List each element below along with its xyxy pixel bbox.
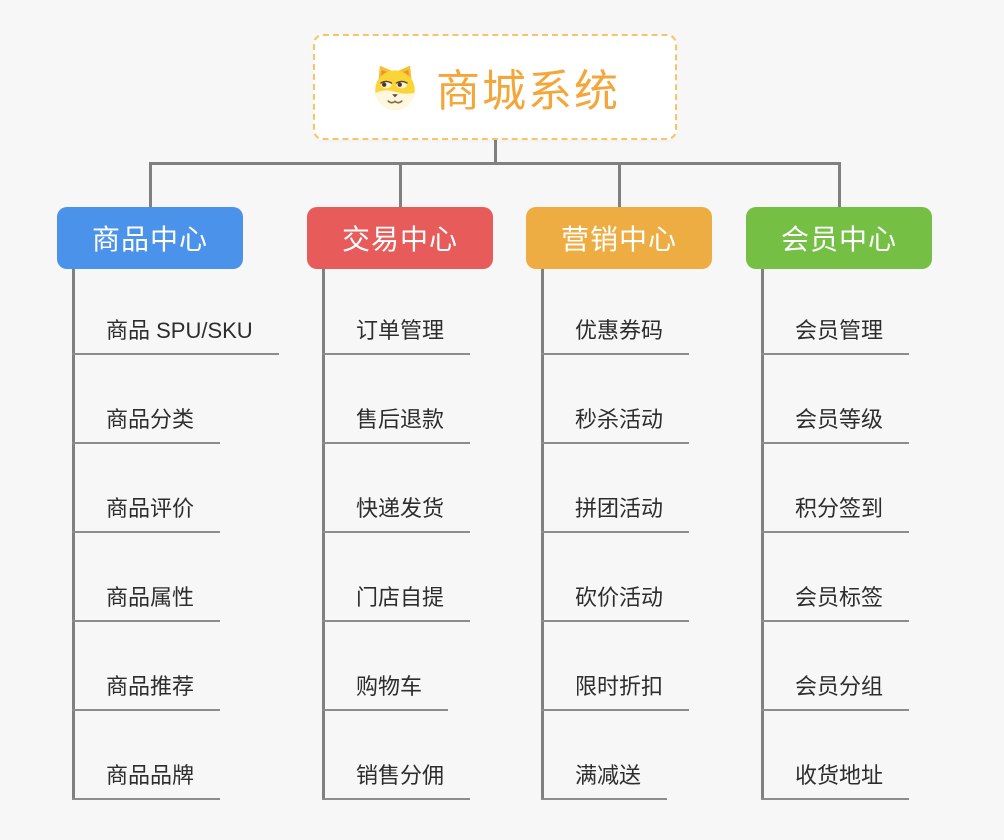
connector-horizontal-bar [149, 162, 840, 165]
leaf-row: 收货地址 [761, 711, 1001, 800]
branch-node-product-center[interactable]: 商品中心 [57, 207, 243, 269]
leaf-row: 会员分组 [761, 622, 1001, 711]
connector-root-drop [494, 140, 497, 164]
leaf-node-label[interactable]: 售后退款 [322, 402, 471, 444]
leaf-node-label[interactable]: 商品评价 [72, 491, 221, 533]
connector-column-line-trade [322, 269, 325, 800]
leaf-node-label[interactable]: 优惠券码 [541, 313, 690, 355]
leaf-node-label[interactable]: 限时折扣 [541, 669, 690, 711]
leaf-node-label[interactable]: 购物车 [322, 669, 449, 711]
leaf-row: 商品分类 [72, 355, 312, 444]
leaf-row: 订单管理 [322, 266, 562, 355]
leaf-column-member: 会员管理 会员等级 积分签到 会员标签 会员分组 收货地址 [761, 266, 1001, 800]
connector-column-line-marketing [541, 269, 544, 800]
root-title: 商城系统 [436, 67, 620, 116]
leaf-row: 会员标签 [761, 533, 1001, 622]
branch-node-trade-center[interactable]: 交易中心 [307, 207, 493, 269]
leaf-node-label[interactable]: 销售分佣 [322, 758, 471, 800]
leaf-node-label[interactable]: 订单管理 [322, 313, 471, 355]
leaf-column-marketing: 优惠券码 秒杀活动 拼团活动 砍价活动 限时折扣 满减送 [541, 266, 781, 800]
leaf-node-label[interactable]: 满减送 [541, 758, 668, 800]
leaf-row: 商品推荐 [72, 622, 312, 711]
leaf-row: 购物车 [322, 622, 562, 711]
leaf-row: 销售分佣 [322, 711, 562, 800]
leaf-node-label[interactable]: 门店自提 [322, 580, 471, 622]
leaf-row: 会员管理 [761, 266, 1001, 355]
leaf-row: 优惠券码 [541, 266, 781, 355]
leaf-row: 秒杀活动 [541, 355, 781, 444]
leaf-row: 会员等级 [761, 355, 1001, 444]
leaf-node-label[interactable]: 商品品牌 [72, 758, 221, 800]
leaf-row: 快递发货 [322, 444, 562, 533]
leaf-node-label[interactable]: 商品推荐 [72, 669, 221, 711]
leaf-node-label[interactable]: 会员管理 [761, 313, 910, 355]
leaf-row: 砍价活动 [541, 533, 781, 622]
connector-column-line-member [761, 269, 764, 800]
leaf-column-trade: 订单管理 售后退款 快递发货 门店自提 购物车 销售分佣 [322, 266, 562, 800]
leaf-node-label[interactable]: 秒杀活动 [541, 402, 690, 444]
root-node[interactable]: 商城系统 [313, 34, 677, 140]
connector-stub-trade [399, 162, 402, 208]
leaf-row: 门店自提 [322, 533, 562, 622]
leaf-row: 售后退款 [322, 355, 562, 444]
leaf-node-label[interactable]: 快递发货 [322, 491, 471, 533]
leaf-row: 限时折扣 [541, 622, 781, 711]
leaf-row: 拼团活动 [541, 444, 781, 533]
leaf-row: 商品评价 [72, 444, 312, 533]
leaf-node-label[interactable]: 会员标签 [761, 580, 910, 622]
leaf-node-label[interactable]: 商品属性 [72, 580, 221, 622]
leaf-row: 商品属性 [72, 533, 312, 622]
leaf-node-label[interactable]: 积分签到 [761, 491, 910, 533]
leaf-node-label[interactable]: 拼团活动 [541, 491, 690, 533]
connector-column-line-product [72, 269, 75, 800]
leaf-node-label[interactable]: 砍价活动 [541, 580, 690, 622]
leaf-node-label[interactable]: 商品分类 [72, 402, 221, 444]
dog-face-icon [375, 65, 415, 110]
branch-node-marketing-center[interactable]: 营销中心 [526, 207, 712, 269]
leaf-row: 商品 SPU/SKU [72, 266, 312, 355]
connector-stub-member [838, 162, 841, 208]
leaf-row: 商品品牌 [72, 711, 312, 800]
leaf-node-label[interactable]: 商品 SPU/SKU [72, 313, 279, 355]
leaf-row: 满减送 [541, 711, 781, 800]
leaf-node-label[interactable]: 会员分组 [761, 669, 910, 711]
leaf-row: 积分签到 [761, 444, 1001, 533]
branch-node-member-center[interactable]: 会员中心 [746, 207, 932, 269]
connector-stub-marketing [618, 162, 621, 208]
connector-stub-product [149, 162, 152, 208]
leaf-node-label[interactable]: 会员等级 [761, 402, 910, 444]
leaf-column-product: 商品 SPU/SKU 商品分类 商品评价 商品属性 商品推荐 商品品牌 [72, 266, 312, 800]
leaf-node-label[interactable]: 收货地址 [761, 758, 910, 800]
